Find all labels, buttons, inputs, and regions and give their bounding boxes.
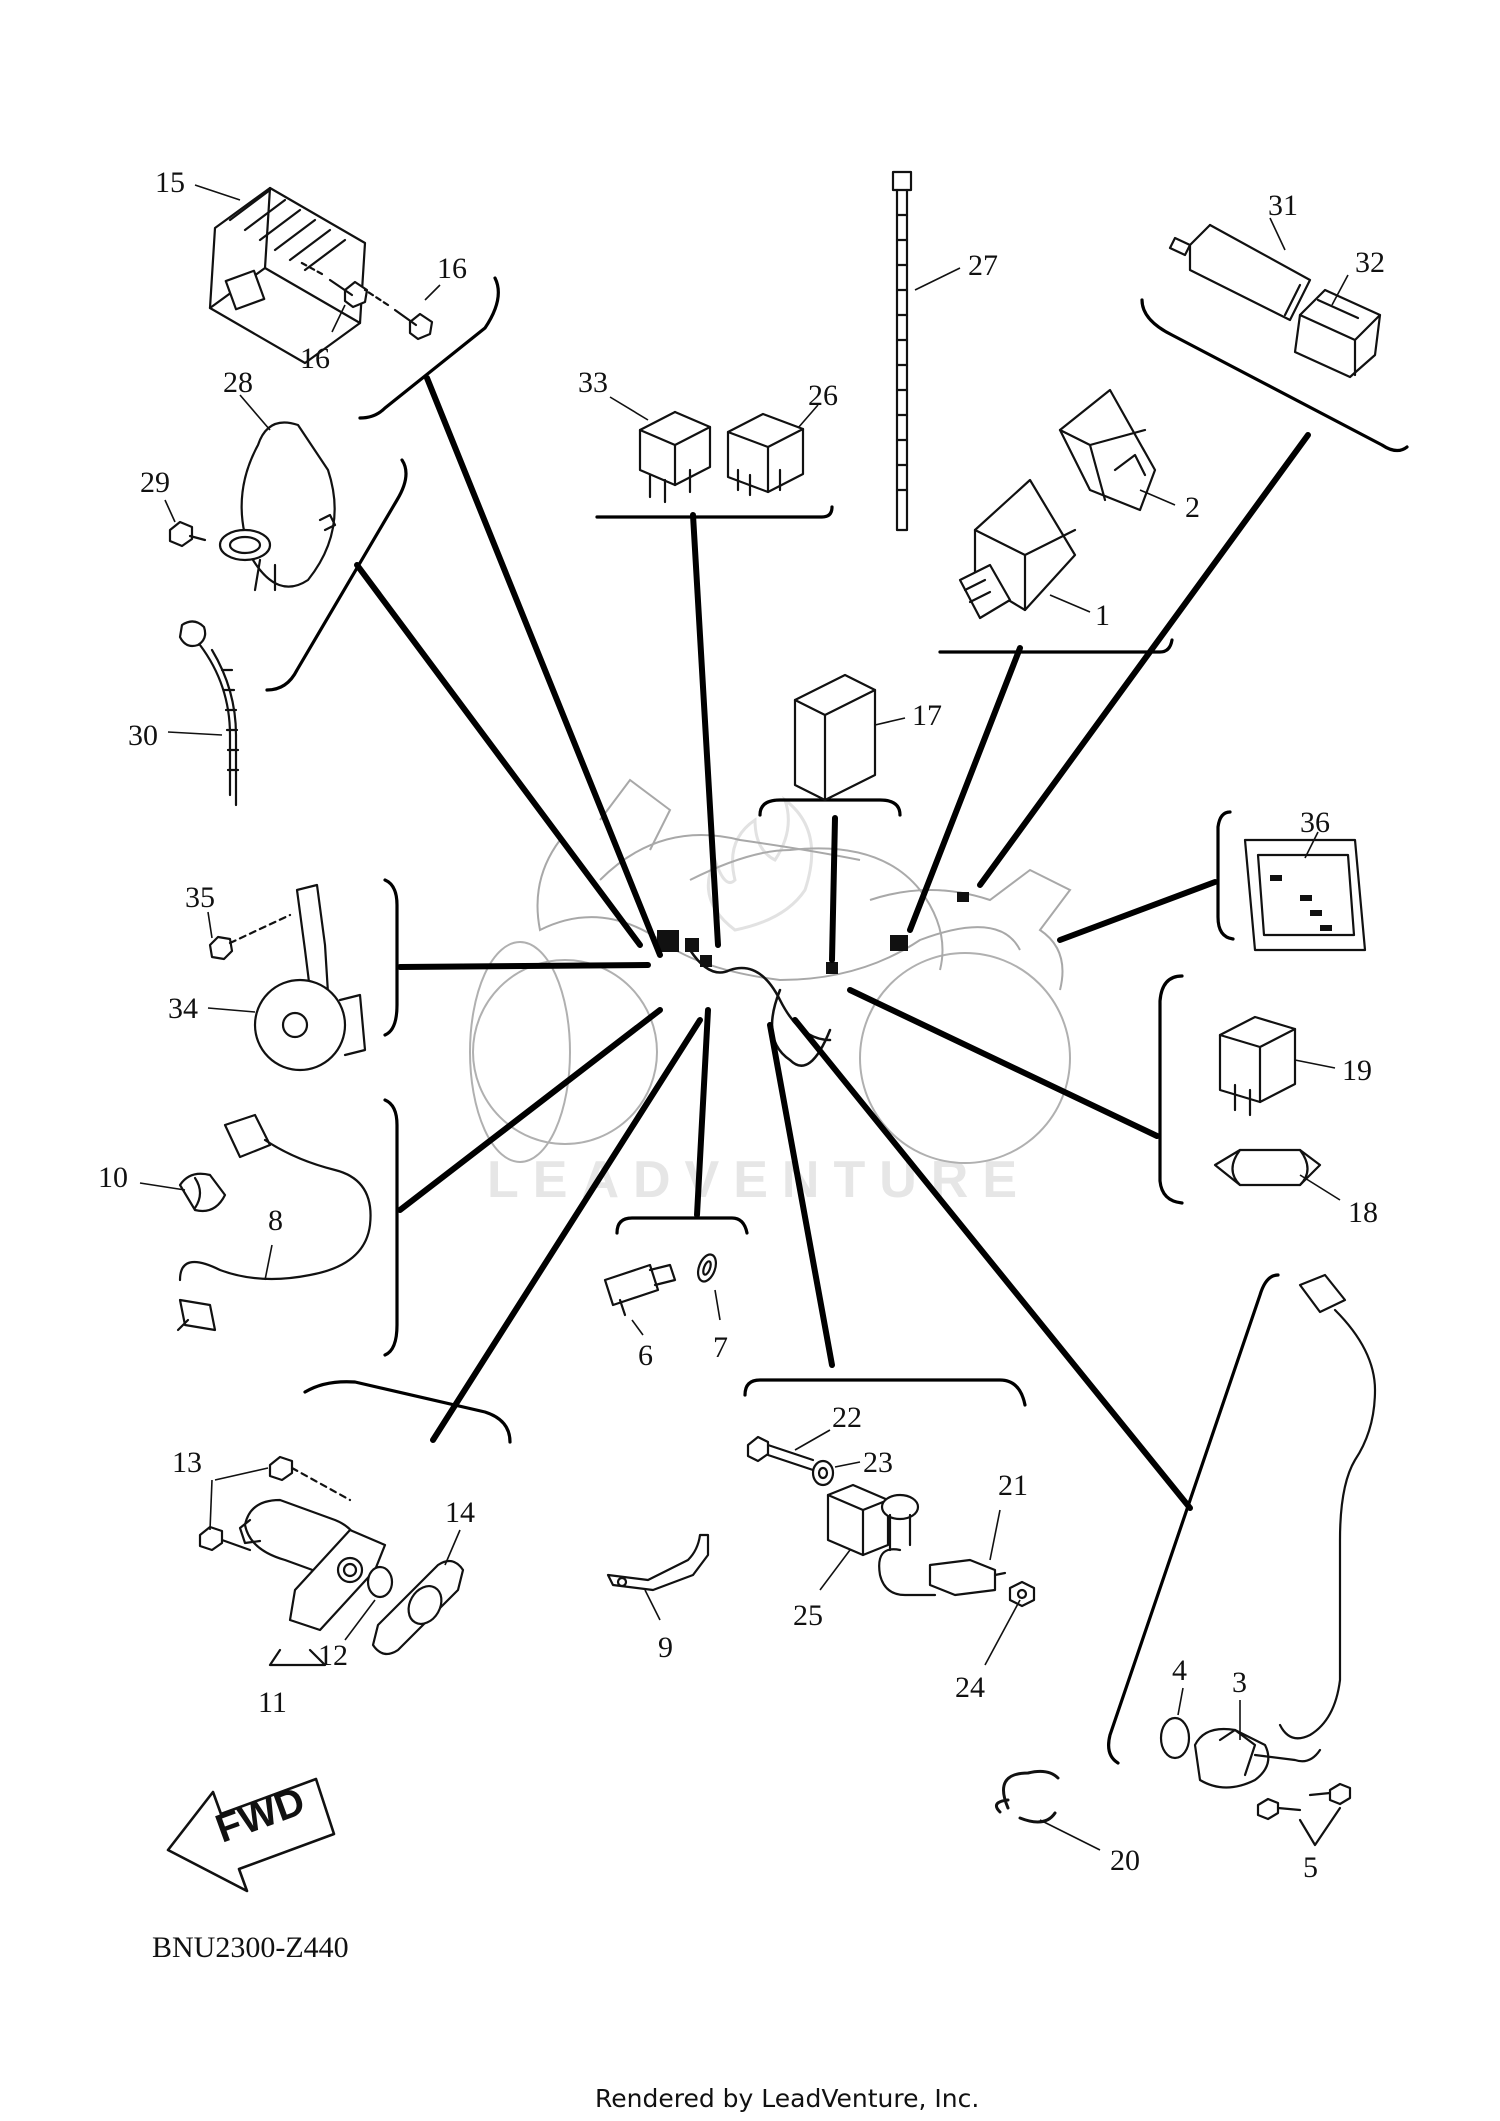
vehicle-outline xyxy=(469,778,1072,1164)
callout-34: 34 xyxy=(168,992,198,1025)
group-leader-lines xyxy=(354,375,1311,1511)
callout-6: 6 xyxy=(638,1339,653,1372)
part-35-bolt xyxy=(208,913,292,961)
callout-15: 15 xyxy=(155,166,185,199)
direction-arrow-fwd: FWD xyxy=(166,1777,336,1893)
callout-28: 28 xyxy=(223,366,253,399)
group-brackets xyxy=(265,276,1409,1765)
part-34-horn xyxy=(253,883,367,1072)
callout-36: 36 xyxy=(1300,806,1330,839)
part-30-cable-tie xyxy=(178,620,240,807)
callout-25: 25 xyxy=(793,1599,823,1632)
part-7-gasket xyxy=(696,1253,718,1283)
part-24-nut xyxy=(1008,1580,1036,1608)
callout-8: 8 xyxy=(268,1204,283,1237)
part-11-actuator-assy xyxy=(238,1498,387,1632)
callout-18: 18 xyxy=(1348,1196,1378,1229)
callout-27: 27 xyxy=(968,249,998,282)
callout-16b: 16 xyxy=(300,342,330,375)
callout-9: 9 xyxy=(658,1631,673,1664)
callout-22: 22 xyxy=(832,1401,862,1434)
callout-33: 33 xyxy=(578,366,608,399)
part-6-temp-sensor xyxy=(603,1263,677,1317)
callout-2: 2 xyxy=(1185,491,1200,524)
callout-16: 16 xyxy=(437,252,467,285)
footer-credit: Rendered by LeadVenture, Inc. xyxy=(595,2084,979,2113)
part-22-bolt xyxy=(746,1435,815,1472)
part-21-sensor xyxy=(878,1493,1007,1597)
part-11-pointer xyxy=(268,1648,327,1667)
part-23-washer xyxy=(811,1459,835,1487)
callout-19: 19 xyxy=(1342,1054,1372,1087)
callout-10: 10 xyxy=(98,1161,128,1194)
part-33-relay xyxy=(638,410,712,504)
callout-numbers: 1 2 3 4 5 6 7 8 9 10 11 12 13 14 15 16 1… xyxy=(98,166,1385,1884)
part-29-screw xyxy=(168,520,207,548)
part-27-cable-tie xyxy=(891,170,913,532)
part-31-module xyxy=(1168,223,1312,322)
callout-5: 5 xyxy=(1303,1851,1318,1884)
part-36-diode-block xyxy=(1243,838,1367,952)
watermark: LEADVENTURE xyxy=(487,795,1031,1209)
part-20-clip xyxy=(994,1769,1060,1824)
part-9-bracket xyxy=(606,1533,710,1592)
callout-31: 31 xyxy=(1268,189,1298,222)
part-19-relay xyxy=(1218,1015,1297,1117)
part-4-o-ring xyxy=(1159,1716,1191,1760)
diagram-code: BNU2300-Z440 xyxy=(152,1931,349,1964)
part-10-clamp xyxy=(178,1172,227,1213)
part-13-bolts xyxy=(198,1455,352,1552)
part-25-damper xyxy=(826,1483,890,1557)
part-17-module xyxy=(793,673,877,802)
callout-32: 32 xyxy=(1355,246,1385,279)
part-16-bolts xyxy=(298,260,434,341)
part-28-cover xyxy=(218,421,337,592)
callout-24: 24 xyxy=(955,1671,985,1704)
callout-35: 35 xyxy=(185,881,215,914)
callout-17: 17 xyxy=(912,699,942,732)
part-18-clip xyxy=(1213,1148,1322,1187)
callout-12: 12 xyxy=(318,1639,348,1672)
callout-13: 13 xyxy=(172,1446,202,1479)
callout-11: 11 xyxy=(258,1686,287,1719)
part-5-screws xyxy=(1256,1782,1352,1847)
watermark-text: LEADVENTURE xyxy=(487,1151,1031,1209)
callout-14: 14 xyxy=(445,1496,475,1529)
callout-4: 4 xyxy=(1172,1654,1187,1687)
part-1-ecu-unit xyxy=(958,478,1077,620)
callout-23: 23 xyxy=(863,1446,893,1479)
part-14-gasket-plate xyxy=(371,1559,465,1656)
part-8-sensor-lead xyxy=(176,1113,372,1332)
callout-1: 1 xyxy=(1095,599,1110,632)
callout-3: 3 xyxy=(1232,1666,1247,1699)
callout-20: 20 xyxy=(1110,1844,1140,1877)
part-32-connector-cap xyxy=(1293,288,1382,379)
part-3-sensor-assy xyxy=(1193,1273,1377,1789)
part-12-o-ring xyxy=(366,1565,394,1599)
callout-29: 29 xyxy=(140,466,170,499)
callout-21: 21 xyxy=(998,1469,1028,1502)
part-26-relay xyxy=(726,412,805,497)
part-2-relay-box xyxy=(1058,388,1157,512)
callout-7: 7 xyxy=(713,1331,728,1364)
callout-26: 26 xyxy=(808,379,838,412)
callout-30: 30 xyxy=(128,719,158,752)
part-15-rectifier-regulator xyxy=(208,186,367,365)
